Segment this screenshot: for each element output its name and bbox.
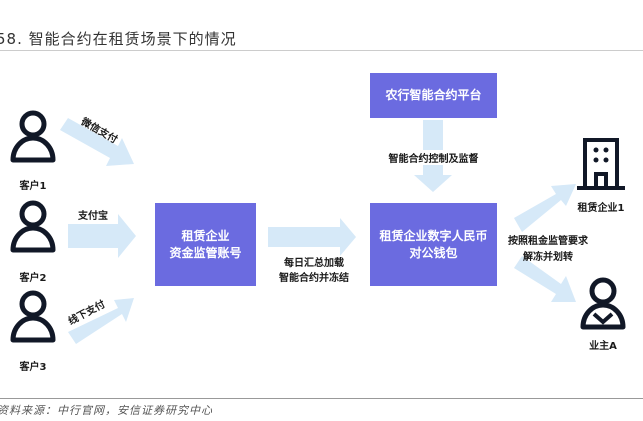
alipay-arrow <box>68 214 136 258</box>
building-icon <box>577 138 625 190</box>
escrow-account-box: 租赁企业 资金监管账号 <box>155 203 256 286</box>
offline-arrow <box>68 298 134 344</box>
release-up-arrow <box>514 184 576 232</box>
release-down-arrow <box>514 256 576 302</box>
daily-line-1: 每日汇总加载 <box>284 258 344 269</box>
owner-icon <box>583 280 623 327</box>
control-label: 智能合约控制及监督 <box>375 150 492 165</box>
customer-1-icon <box>13 113 53 160</box>
platform-box: 农行智能合约平台 <box>370 73 497 118</box>
customer-2-label: 客户2 <box>19 273 47 284</box>
release-line-2: 解冻并划转 <box>523 252 573 263</box>
release-label: 按照租金监管要求 解冻并划转 <box>498 234 598 266</box>
wallet-box: 租赁企业数字人民币 对公钱包 <box>370 203 497 286</box>
wechat-arrow <box>60 118 134 166</box>
title-divider <box>0 50 643 51</box>
escrow-line-2: 资金监管账号 <box>169 245 242 260</box>
customer-2-icon <box>13 203 53 250</box>
alipay-label: 支付宝 <box>78 211 108 222</box>
daily-step-label: 每日汇总加载 智能合约并冻结 <box>268 256 360 286</box>
wallet-line-1: 租赁企业数字人民币 <box>379 228 488 243</box>
customer-3-icon <box>13 293 53 340</box>
wallet-line-2: 对公钱包 <box>409 245 458 260</box>
customer-1-label: 客户1 <box>19 181 47 192</box>
escrow-line-1: 租赁企业 <box>181 228 230 243</box>
daily-line-2: 智能合约并冻结 <box>279 273 349 284</box>
figure-title: 58. 智能合约在租赁场景下的情况 <box>0 30 237 48</box>
company-1-label: 租赁企业1 <box>577 203 625 214</box>
release-line-1: 按照租金监管要求 <box>508 236 588 247</box>
daily-arrow <box>268 218 356 256</box>
source-note: 资料来源：中行官网，安信证券研究中心 <box>0 404 213 417</box>
source-divider <box>0 398 643 399</box>
owner-a-label: 业主A <box>589 341 617 352</box>
customer-3-label: 客户3 <box>19 362 47 373</box>
